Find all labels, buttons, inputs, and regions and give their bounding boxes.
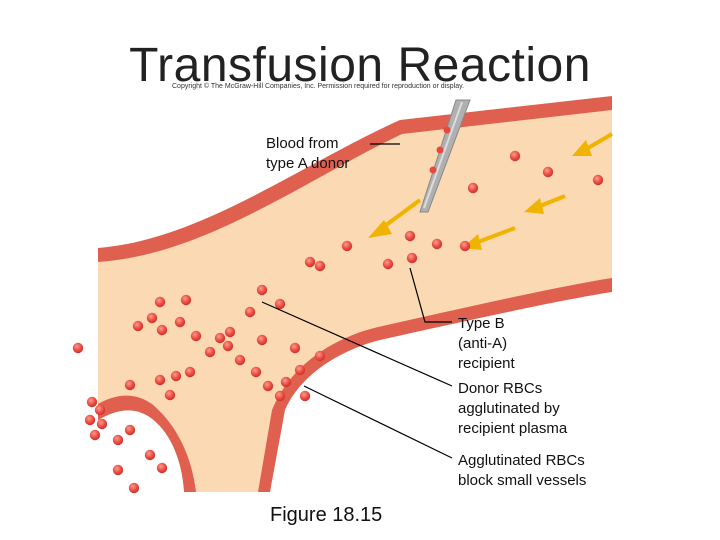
red-blood-cell bbox=[132, 320, 144, 332]
red-blood-cell bbox=[190, 330, 202, 342]
red-blood-cell bbox=[72, 342, 84, 354]
page-title: Transfusion Reaction bbox=[129, 39, 591, 92]
red-blood-cell bbox=[204, 346, 216, 358]
red-blood-cell bbox=[128, 482, 140, 494]
leader-line-agglutinated bbox=[261, 301, 453, 387]
red-blood-cell bbox=[542, 166, 554, 178]
red-blood-cell bbox=[256, 284, 268, 296]
arrow-icon bbox=[524, 194, 566, 214]
recipient-label: Type B(anti-A)recipient bbox=[458, 315, 515, 372]
red-blood-cell bbox=[406, 252, 418, 264]
red-blood-cell bbox=[314, 260, 326, 272]
red-blood-cell bbox=[250, 366, 262, 378]
red-blood-cell bbox=[146, 312, 158, 324]
red-blood-cell bbox=[112, 434, 124, 446]
red-blood-cell bbox=[96, 418, 108, 430]
red-blood-cell bbox=[124, 424, 136, 436]
red-blood-cell bbox=[164, 389, 176, 401]
red-blood-cell bbox=[289, 342, 301, 354]
red-blood-cell bbox=[94, 404, 106, 416]
red-blood-cell bbox=[509, 150, 521, 162]
arrow-icon bbox=[572, 132, 614, 156]
vessel-lumen bbox=[98, 110, 612, 492]
red-blood-cell bbox=[124, 379, 136, 391]
red-blood-cell bbox=[224, 326, 236, 338]
red-blood-cell bbox=[154, 374, 166, 386]
leader-line-recipient bbox=[409, 267, 452, 323]
red-blood-cell bbox=[174, 316, 186, 328]
red-blood-cell bbox=[262, 380, 274, 392]
red-blood-cell bbox=[86, 396, 98, 408]
needle-icon bbox=[419, 99, 471, 213]
red-blood-cell bbox=[341, 240, 353, 252]
red-blood-cell bbox=[274, 390, 286, 402]
red-blood-cell bbox=[314, 350, 326, 362]
red-blood-cell bbox=[459, 240, 471, 252]
red-blood-cell bbox=[156, 324, 168, 336]
red-blood-cell bbox=[304, 256, 316, 268]
red-blood-cell bbox=[234, 354, 246, 366]
leader-line-block bbox=[303, 385, 453, 459]
red-blood-cell bbox=[280, 376, 292, 388]
red-blood-cell bbox=[467, 182, 479, 194]
red-blood-cell bbox=[170, 370, 182, 382]
red-blood-cell bbox=[274, 298, 286, 310]
red-blood-cell bbox=[404, 230, 416, 242]
red-blood-cell bbox=[294, 364, 306, 376]
red-blood-cell bbox=[112, 464, 124, 476]
red-blood-cell bbox=[299, 390, 311, 402]
red-blood-cell bbox=[592, 174, 604, 186]
red-blood-cell bbox=[431, 238, 443, 250]
red-blood-cell bbox=[84, 414, 96, 426]
figure-caption: Figure 18.15 bbox=[270, 504, 383, 526]
red-blood-cell bbox=[382, 258, 394, 270]
red-blood-cell bbox=[244, 306, 256, 318]
red-blood-cell bbox=[214, 332, 226, 344]
red-blood-cell bbox=[89, 429, 101, 441]
red-blood-cell bbox=[154, 296, 166, 308]
red-blood-cell bbox=[144, 449, 156, 461]
red-blood-cell bbox=[156, 462, 168, 474]
red-blood-cell bbox=[184, 366, 196, 378]
red-blood-cells bbox=[72, 150, 604, 494]
red-blood-cell bbox=[180, 294, 192, 306]
red-blood-cell bbox=[256, 334, 268, 346]
red-blood-cell bbox=[222, 340, 234, 352]
arrow-icon bbox=[368, 198, 422, 238]
copyright-notice: Copyright © The McGraw-Hill Companies, I… bbox=[172, 83, 465, 90]
